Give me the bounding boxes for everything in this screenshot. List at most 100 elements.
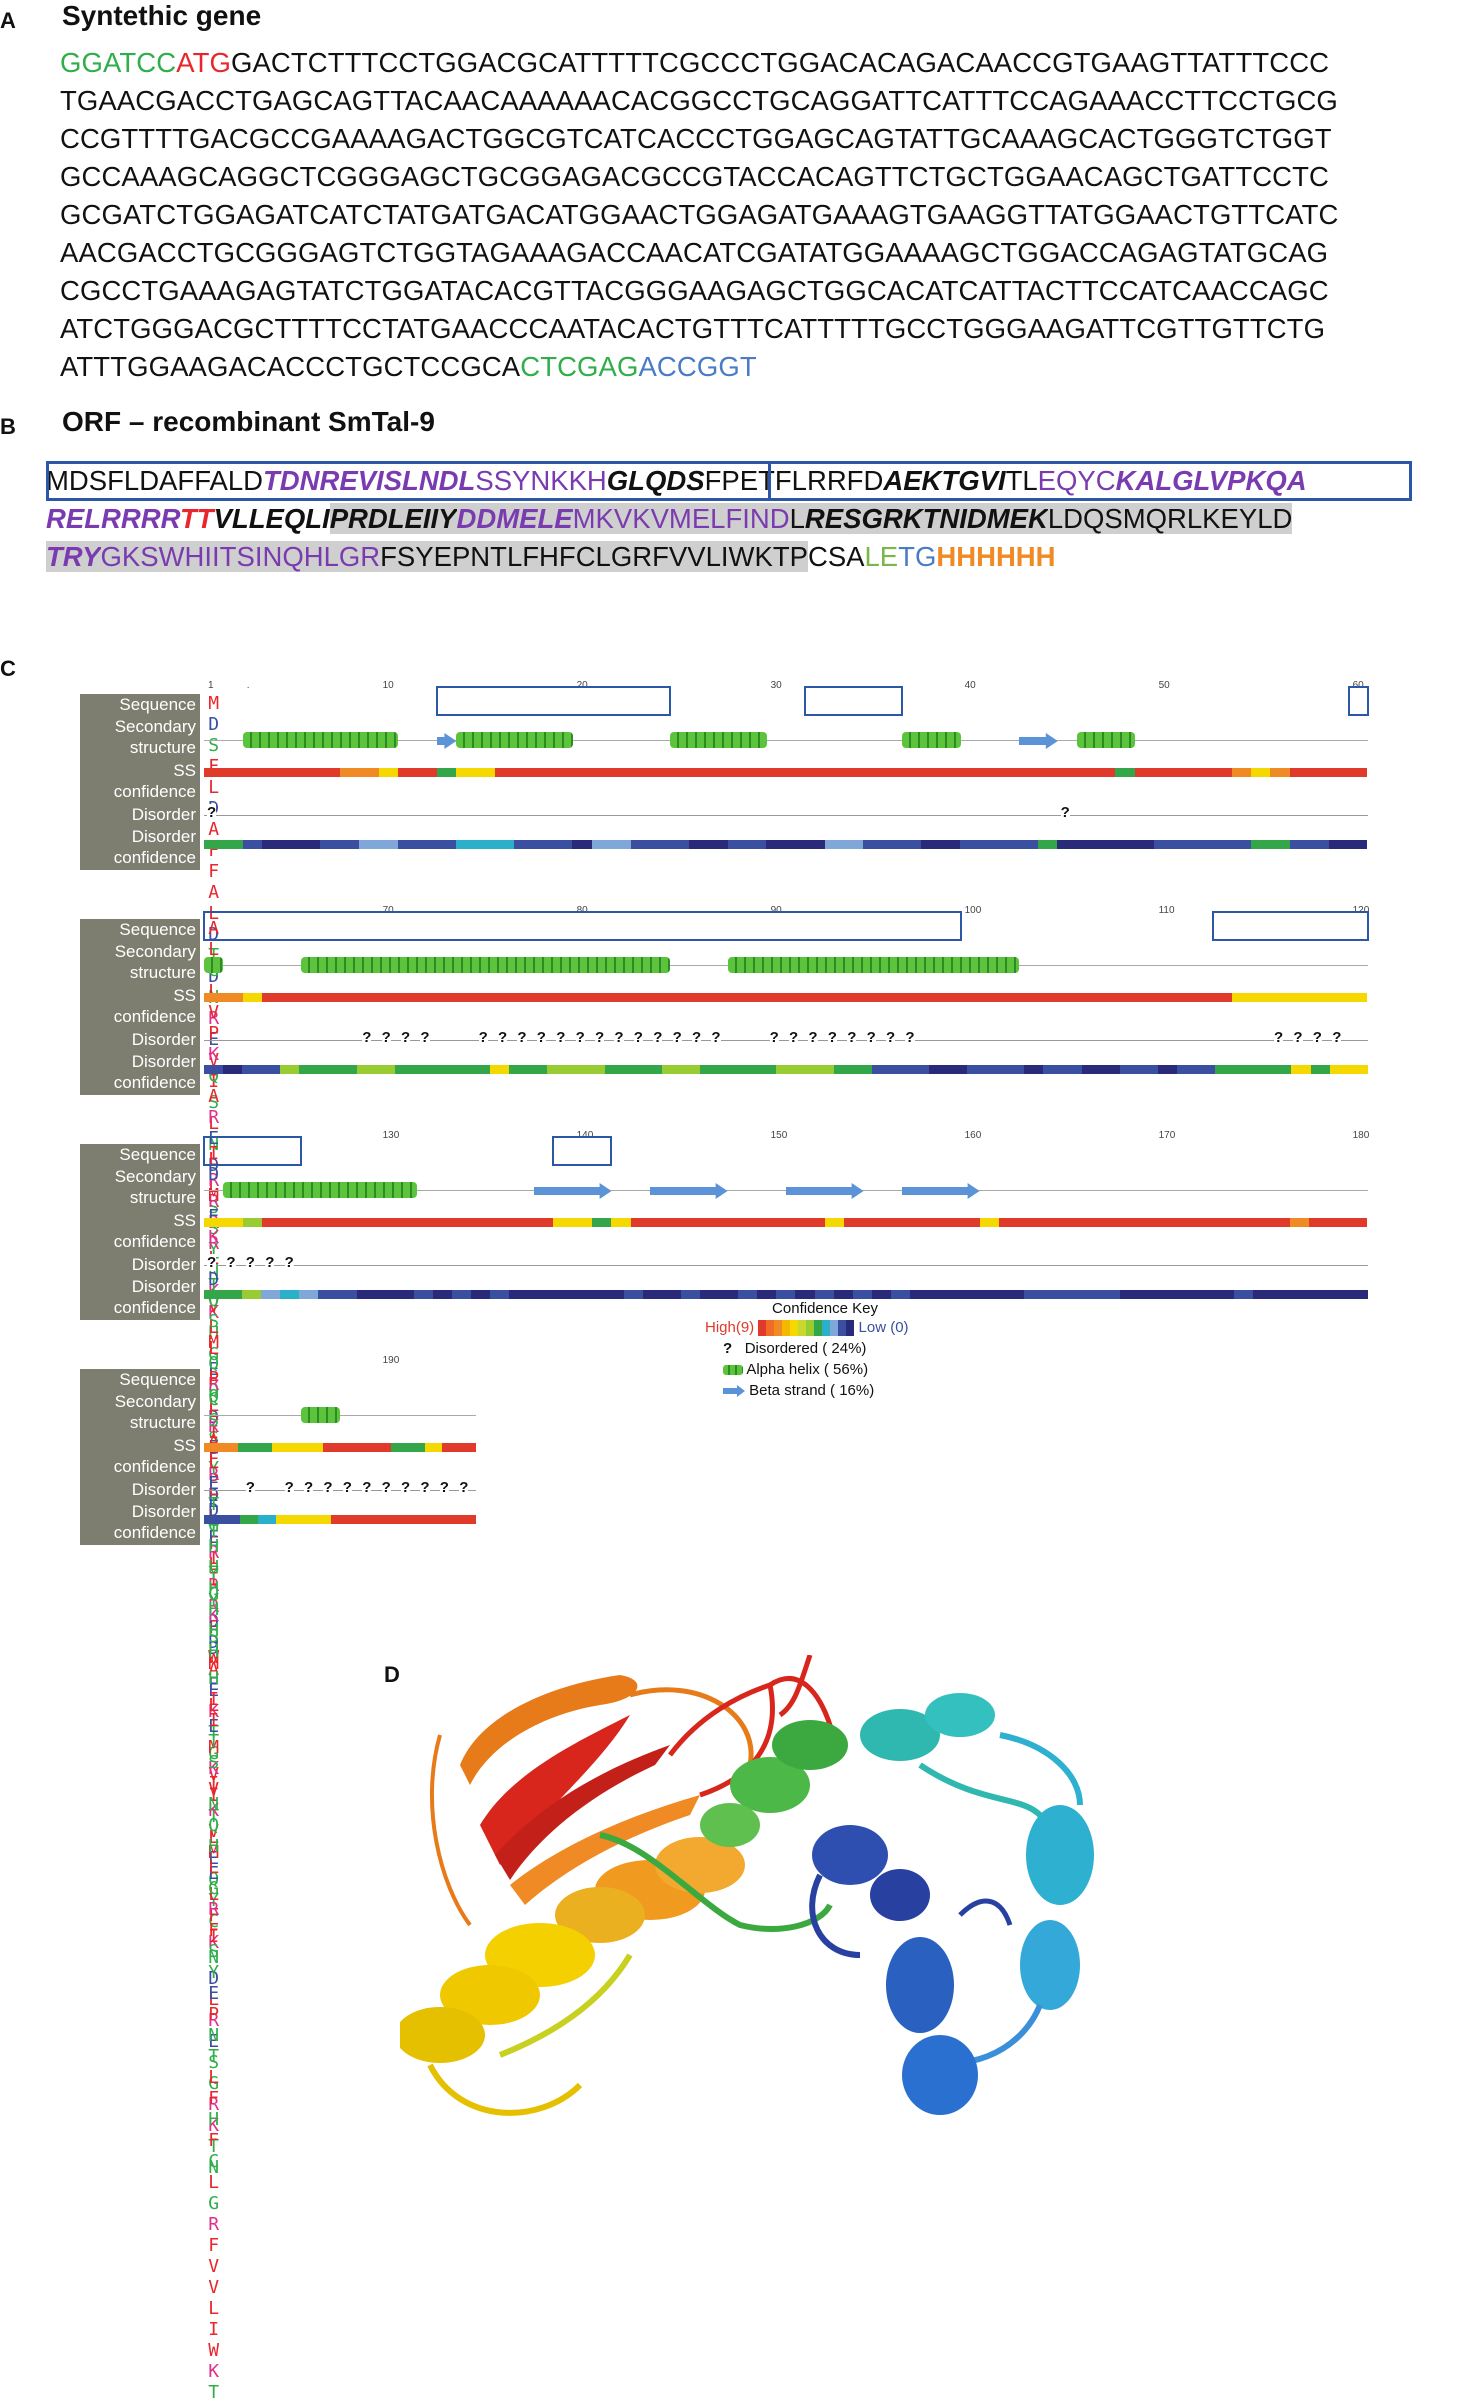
- disorder-mark: ?: [381, 1479, 391, 1496]
- orf-segment: GKSWHIITSINQHLGR: [100, 541, 381, 572]
- disorder-mark: ?: [789, 1029, 799, 1046]
- residue: G: [208, 2073, 220, 2094]
- key-high: High(9): [705, 1319, 755, 1336]
- residue: F: [208, 1533, 220, 1554]
- gene-seq-text: ATCTGGGACGCTTTTCCTATGAACCCAATACACTGTTTCA…: [60, 313, 1326, 344]
- residue: R: [208, 1464, 220, 1485]
- residue: L: [208, 2067, 220, 2088]
- residue: L: [208, 1395, 220, 1416]
- track-label: Sequence: [80, 919, 200, 941]
- residue: I: [208, 1548, 220, 1569]
- orf-line-1: MDSFLDAFFALDTDNREVISLNDLSSYNKKHGLQDSFPET…: [46, 462, 1464, 500]
- orf-segment: RELRRRR: [46, 503, 180, 534]
- residue: I: [208, 1773, 220, 1794]
- panel-c-label: C: [0, 656, 16, 681]
- residue: H: [208, 1578, 220, 1599]
- ruler-tick: 170: [1158, 1130, 1176, 1141]
- orf-segment: PKQA: [1227, 465, 1307, 496]
- disorder-mark: ?: [575, 1029, 585, 1046]
- gradient-swatch: [838, 1320, 847, 1337]
- key-beta: Beta strand ( 16%): [749, 1382, 875, 1400]
- residue: S: [208, 1197, 220, 1218]
- residue: H: [208, 1836, 220, 1857]
- residue-ruler: 190: [204, 1355, 476, 1366]
- residue: D: [208, 1269, 220, 1290]
- residue: F: [208, 1905, 220, 1926]
- residue: L: [208, 777, 220, 798]
- disorder-line: [204, 1265, 1368, 1266]
- residue: W: [208, 2340, 220, 2361]
- orf-line-2: RELRRRRTTVLLEQLIPRDLEIIYDDMELEMKVKVMELFI…: [46, 500, 1464, 538]
- disorder-mark: ?: [245, 1479, 255, 1496]
- gene-line: CCGTTTTGACGCCGAAAAGACTGGCGTCATCACCCTGGAG…: [60, 120, 1460, 158]
- disorder-mark: ?: [478, 1029, 488, 1046]
- residue: K: [208, 2115, 220, 2136]
- residue: L: [208, 1317, 220, 1338]
- residue: L: [208, 1338, 220, 1359]
- ruler-tick: 10: [382, 680, 394, 691]
- residue: L: [208, 1827, 220, 1848]
- track-label: Disorder: [80, 1254, 200, 1276]
- motif-box: [203, 911, 962, 941]
- residue: V: [208, 1296, 220, 1317]
- gradient-swatch: [758, 1320, 767, 1337]
- gradient-swatch: [766, 1320, 775, 1337]
- residue: T: [208, 1806, 220, 1827]
- gene-seq-text: GACTCTTTCCTGGACGCATTTTTCGCCCTGGACACAGACA…: [231, 47, 1330, 78]
- helix-green: [599, 1720, 848, 1932]
- orf-segment: LDQSMQRLKEYLD: [1047, 503, 1293, 534]
- residue: E: [208, 2031, 220, 2052]
- residue: L: [208, 2298, 220, 2319]
- residue: A: [208, 882, 220, 903]
- residue: L: [208, 1176, 220, 1197]
- residue: T: [208, 1494, 220, 1515]
- residue: T: [208, 1722, 220, 1743]
- residue: E: [208, 1983, 220, 2004]
- ruler-tick: .: [246, 680, 250, 691]
- ruler-tick: 20: [576, 680, 588, 691]
- residue: L: [208, 1857, 220, 1878]
- residue: I: [208, 1710, 220, 1731]
- residue: S: [208, 1428, 220, 1449]
- residue: V: [208, 1002, 220, 1023]
- gradient-swatch: [846, 1320, 855, 1337]
- disorder-mark: ?: [672, 1029, 682, 1046]
- disorder-mark: ?: [886, 1029, 896, 1046]
- residue: R: [208, 1542, 220, 1563]
- residue: E: [208, 1848, 220, 1869]
- ruler-tick: 180: [1352, 1130, 1370, 1141]
- residue: F: [208, 2088, 220, 2109]
- orf-segment: CSA: [807, 541, 865, 572]
- residue: Y: [208, 1890, 220, 1911]
- orf-segment: PRDLEIIY: [329, 503, 457, 534]
- residue: F: [208, 2130, 220, 2151]
- residue: A: [208, 819, 220, 840]
- residue: D: [208, 1968, 220, 1989]
- residue: S: [208, 1410, 220, 1431]
- residue: F: [208, 1449, 220, 1470]
- residue: D: [208, 1632, 220, 1653]
- orf-segment: FPETFLRRFD: [704, 465, 884, 496]
- residue: Q: [208, 1380, 220, 1401]
- track-label: Disorder: [80, 804, 200, 826]
- disorder-mark: ?: [323, 1479, 333, 1496]
- residue: F: [208, 861, 220, 882]
- residue: P: [208, 1443, 220, 1464]
- disorder-mark: ?: [439, 1479, 449, 1496]
- residue: V: [208, 2277, 220, 2298]
- orf-segment: GL: [606, 465, 645, 496]
- synthetic-gene-sequence: GGATCCATGGACTCTTTCCTGGACGCATTTTTCGCCCTGG…: [60, 44, 1460, 386]
- orf-segment: L: [789, 503, 805, 534]
- ss-confidence-bar: [204, 993, 1368, 1002]
- residue: H: [208, 1668, 220, 1689]
- residue: F: [208, 1617, 220, 1638]
- orf-segment: VLLEQLI: [213, 503, 330, 534]
- orf-segment: QDS: [645, 465, 705, 496]
- beta-strand: [650, 1183, 728, 1199]
- residue: Q: [208, 1353, 220, 1374]
- residue: Y: [208, 1590, 220, 1611]
